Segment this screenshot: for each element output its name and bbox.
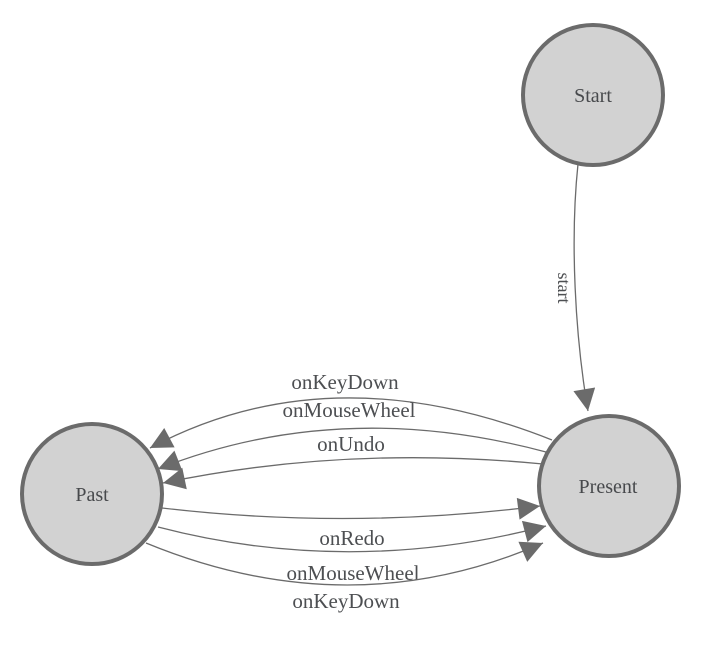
edge-label-onkeydown-bottom: onKeyDown [292,589,400,613]
node-past-label: Past [75,484,109,506]
node-present-circle [537,414,681,558]
edge-onredo-to-present: onRedo [161,497,541,550]
edge-onkeydown-to-present: onKeyDown [145,541,544,613]
edge-onkeydown-to-past-path [149,397,553,449]
edge-label-onundo: onUndo [317,432,385,456]
edge-onundo-to-past: onUndo [162,432,544,490]
edge-onkeydown-to-past: onKeyDown [149,370,553,449]
edge-onmousewheel-to-past-path [157,427,547,472]
edge-start: start [554,163,596,412]
edge-onundo-to-past-path [162,457,544,490]
edge-start-path [573,163,596,412]
edge-onmousewheel-to-present: onMouseWheel [157,520,547,585]
edge-onmousewheel-to-past: onMouseWheel [157,398,547,472]
edge-label-onkeydown-top: onKeyDown [291,370,399,394]
node-present-label: Present [579,476,638,498]
edge-onkeydown-to-present-path [145,541,544,586]
node-present: Present [537,414,681,558]
edge-onmousewheel-to-present-path [157,520,547,553]
edge-label-onmousewheel-bottom: onMouseWheel [287,561,420,585]
node-start: Start [521,23,665,167]
node-past-circle [20,422,164,566]
node-start-label: Start [574,85,612,107]
node-past: Past [20,422,164,566]
edge-onredo-to-present-path [161,497,541,520]
edge-label-onmousewheel-top: onMouseWheel [283,398,416,422]
node-start-circle [521,23,665,167]
edge-label-onredo: onRedo [319,526,384,550]
edge-label-start: start [554,273,574,304]
